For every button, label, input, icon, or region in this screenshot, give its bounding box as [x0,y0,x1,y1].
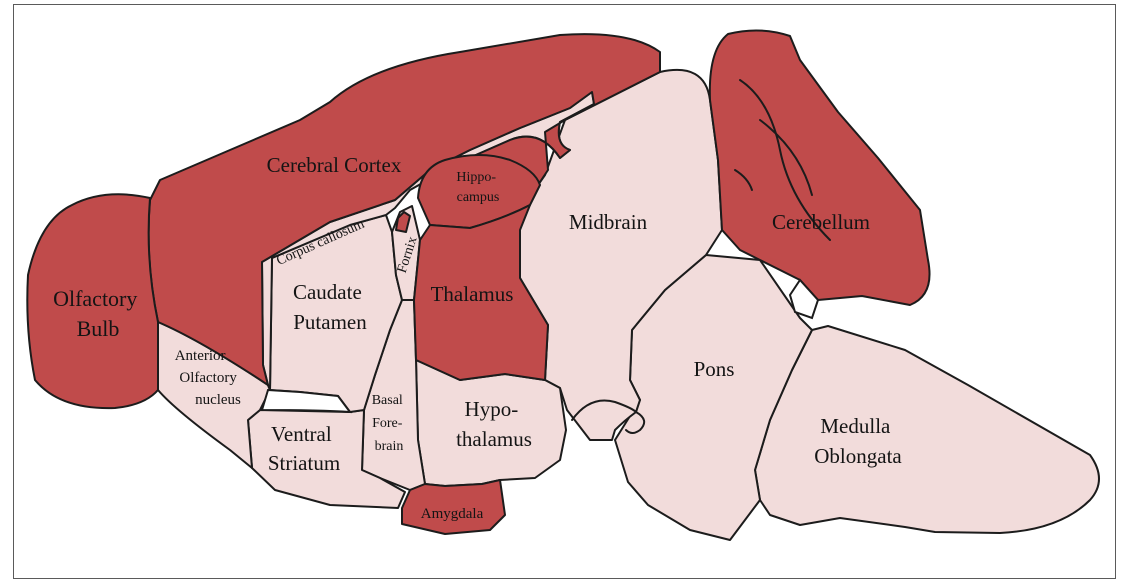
label-amygdala: Amygdala [421,506,484,522]
label-hypothalamus-line1: Hypo- [465,397,519,421]
label-hypothalamus-line2: thalamus [456,427,532,451]
label-basal-forebrain: Basal Fore- brain [372,393,407,454]
label-basal-forebrain-line3: brain [375,439,404,454]
label-aon-line2: Olfactory [179,370,237,386]
label-thalamus: Thalamus [431,282,514,306]
label-ventral-striatum-line1: Ventral [271,422,332,446]
label-caudate-putamen-line1: Caudate [293,280,362,304]
label-medulla-line1: Medulla [820,414,891,438]
label-midbrain: Midbrain [569,210,648,234]
label-hippocampus-line2: campus [457,190,500,205]
label-hippocampus-line1: Hippo- [456,170,496,185]
label-aon-line3: nucleus [195,392,241,408]
label-olfactory-bulb-line1: Olfactory [53,286,137,311]
label-basal-forebrain-line1: Basal [372,393,403,408]
label-caudate-putamen-line2: Putamen [293,310,367,334]
medulla-region [755,326,1099,533]
label-medulla-line2: Oblongata [814,444,902,468]
label-pons: Pons [694,357,735,381]
label-aon-line1: Anterior [175,348,226,364]
label-basal-forebrain-line2: Fore- [372,416,403,431]
label-cerebellum: Cerebellum [772,210,870,234]
label-ventral-striatum-line2: Striatum [268,451,340,475]
label-olfactory-bulb-line2: Bulb [77,316,120,341]
label-cerebral-cortex: Cerebral Cortex [267,153,402,177]
